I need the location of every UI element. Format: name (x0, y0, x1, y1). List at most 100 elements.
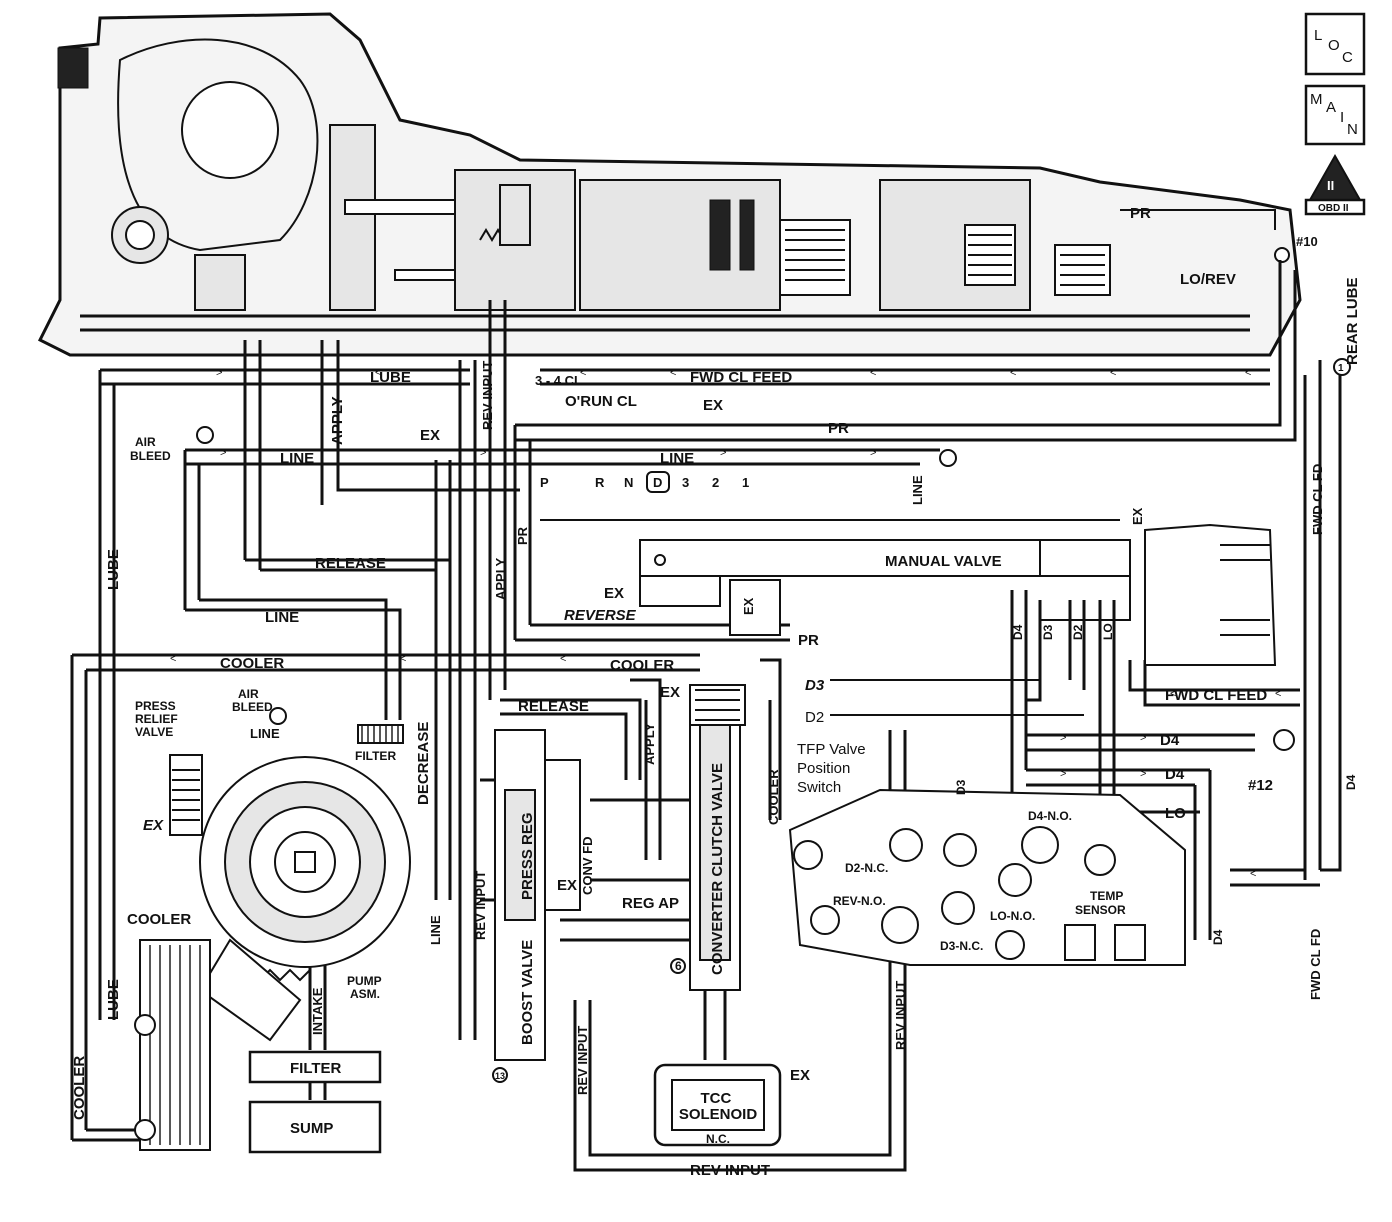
svg-text:>: > (720, 447, 726, 459)
air-bleed-top-icon (196, 426, 214, 444)
d2-nc-label: D2-N.C. (845, 861, 888, 875)
svg-text:>: > (1060, 732, 1066, 744)
range-d: D (653, 475, 662, 490)
release-mid-label: RELEASE (315, 555, 386, 572)
filter-small[interactable] (357, 724, 404, 744)
range-r: R (595, 475, 605, 490)
filter-box[interactable] (248, 1050, 382, 1084)
d4-b-label: D4 (1165, 766, 1185, 783)
check-ball-6-label: 6 (675, 959, 682, 973)
right-servo[interactable] (1144, 523, 1277, 666)
fwd-cl-feed-right-label: FWD CL FEED (1165, 687, 1267, 704)
svg-text:<: < (580, 367, 586, 379)
check-12-label: #12 (1248, 777, 1273, 794)
press-relief-line2: RELIEF (135, 712, 178, 726)
d4-vert-low-label: D4 (1211, 929, 1225, 945)
cooler-unit[interactable] (134, 939, 211, 1151)
manual-valve-detent-icon (654, 554, 666, 566)
line-pump-label: LINE (250, 726, 280, 741)
svg-text:>: > (220, 447, 226, 459)
svg-text:<: < (1170, 688, 1176, 700)
tfp-switch-label: TFP Valve Position Switch (797, 741, 870, 796)
press-relief-line3: VALVE (135, 725, 173, 739)
loc-letter-l: L (1314, 27, 1322, 44)
port-lo-label: LO (1101, 623, 1115, 640)
reverse-label: REVERSE (564, 607, 637, 624)
tfp-switch-line1: TFP Valve (797, 741, 866, 758)
pr-top-label: PR (1130, 205, 1151, 222)
svg-text:<: < (375, 367, 381, 379)
apply-low-label: APPLY (642, 723, 657, 765)
d4-no-label: D4-N.O. (1028, 809, 1072, 823)
svg-text:>: > (1140, 768, 1146, 780)
range-d-selected (646, 471, 670, 493)
reg-ap-label: REG AP (622, 895, 679, 912)
ex-relief-label: EX (143, 817, 164, 834)
apply-top-label: APPLY (329, 396, 346, 445)
lube-left-label: LUBE (105, 549, 122, 590)
svg-text:<: < (170, 653, 176, 665)
lube-top-label: LUBE (370, 369, 411, 386)
check-ball-13-icon (492, 1067, 508, 1083)
press-relief-line1: PRESS (135, 699, 176, 713)
cooler-right-label: COOLER (610, 657, 674, 674)
ex-tcc-top-label: EX (660, 684, 680, 701)
main-letter-i: I (1340, 109, 1344, 126)
pr-vert-label: PR (515, 526, 530, 545)
rear-lube-number: 1 (1338, 363, 1344, 374)
main-letter-n: N (1347, 121, 1358, 138)
air-bleed-top-line1: AIR (135, 435, 156, 449)
obd-ii-badge[interactable]: II OBD II (1304, 153, 1366, 216)
ex-manual-label: EX (1130, 507, 1145, 525)
main-badge[interactable]: M A I N (1304, 84, 1366, 146)
svg-text:>: > (1140, 732, 1146, 744)
tfp-switch-line2: Position (797, 760, 850, 777)
sump-box[interactable] (248, 1100, 382, 1154)
svg-text:>: > (870, 447, 876, 459)
converter-clutch-valve-label: CONVERTER CLUTCH VALVE (709, 763, 726, 975)
rev-no-label: REV-N.O. (833, 894, 886, 908)
fwd-cl-feed-top-label: FWD CL FEED (690, 369, 792, 386)
svg-text:<: < (400, 653, 406, 665)
loc-badge[interactable]: L O C (1304, 12, 1366, 76)
tcc-solenoid[interactable] (653, 1063, 782, 1147)
rev-input-bottom-label: REV INPUT (690, 1162, 770, 1179)
ex-reverse-label: EX (604, 585, 624, 602)
cooler-left-label: COOLER (127, 911, 191, 928)
svg-text:<: < (1110, 367, 1116, 379)
rev-input-low2-label: REV INPUT (575, 1026, 590, 1095)
port-d3-label: D3 (1041, 624, 1055, 640)
d4-vert-right-label: D4 (1344, 774, 1358, 790)
air-bleed-top-label: AIR BLEED (130, 435, 171, 463)
range-2: 2 (712, 475, 719, 490)
filter-box-label: FILTER (290, 1060, 342, 1077)
pump-assembly[interactable] (198, 756, 411, 1042)
svg-text:<: < (670, 367, 676, 379)
svg-text:>: > (1060, 768, 1066, 780)
range-p: P (540, 475, 549, 490)
ex-press-reg-label: EX (557, 877, 577, 894)
air-bleed-top-line2: BLEED (130, 449, 171, 463)
main-letter-m: M (1310, 91, 1323, 108)
apply-vert-label: APPLY (493, 558, 508, 600)
ex-top-label: EX (420, 427, 440, 444)
tcc-solenoid-line2: SOLENOID (679, 1106, 758, 1123)
line-vert-right-label: LINE (910, 475, 925, 505)
press-relief-valve-label: PRESS RELIEF VALVE (135, 699, 181, 739)
lo-no-label: LO-N.O. (990, 909, 1035, 923)
press-reg-label: PRESS REG (519, 812, 536, 900)
temp-sensor-line2: SENSOR (1075, 903, 1126, 917)
tcc-solenoid-line1: TCC (701, 1090, 732, 1107)
tcc-solenoid-label: TCC SOLENOID (679, 1090, 758, 1123)
tfp-valve-position-switch[interactable] (788, 788, 1186, 966)
cl-34-label: 3 - 4 CL (535, 373, 582, 388)
tcc-valve-spring (689, 684, 746, 726)
obd-symbol: II (1327, 178, 1334, 193)
press-relief-valve[interactable] (169, 754, 203, 836)
loc-letter-c: C (1342, 49, 1353, 66)
intake-label: INTAKE (310, 987, 325, 1035)
manual-valve-label: MANUAL VALVE (885, 553, 1002, 570)
pr-low-label: PR (798, 632, 819, 649)
air-bleed-pump-line2: BLEED (232, 700, 273, 714)
svg-text:<: < (560, 653, 566, 665)
